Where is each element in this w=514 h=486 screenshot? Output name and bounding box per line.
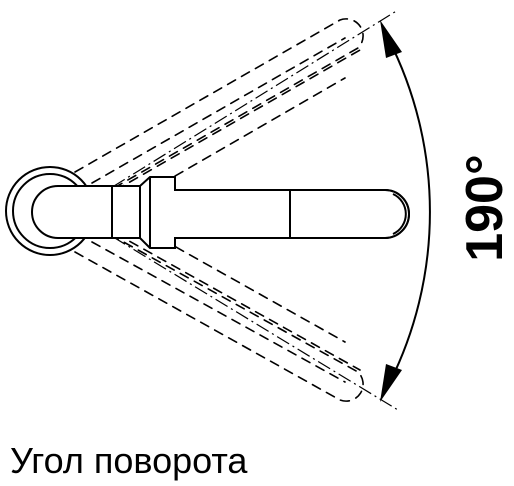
- rotation-center-lines: [71, 9, 399, 411]
- angle-label: 190°: [456, 154, 514, 262]
- caption: Угол поворота: [10, 440, 248, 481]
- spout-main-position: [31, 176, 410, 249]
- rotation-angle-arc: [387, 37, 431, 387]
- arrowhead-top: [380, 20, 402, 58]
- arrowhead-bottom: [380, 364, 402, 402]
